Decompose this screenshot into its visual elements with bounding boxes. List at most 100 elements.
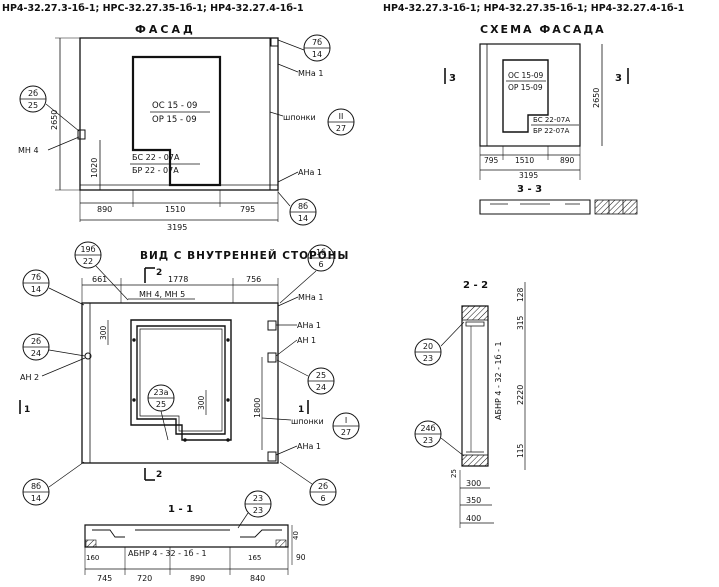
scheme-dim-bottom-1: 795 (484, 156, 499, 165)
scheme-balcony-label-2: БР 22-07А (533, 127, 570, 135)
facade-dim-sill: 1020 (90, 158, 99, 178)
inside-dim-top-2: 1778 (168, 275, 188, 284)
leader-line (48, 349, 86, 357)
leader-line (45, 103, 80, 132)
section-11-title: 1 - 1 (168, 504, 193, 515)
scheme-opening (502, 59, 549, 133)
section-11-dim-165: 165 (248, 554, 261, 562)
facade-dim-total: 3195 (167, 223, 187, 232)
leader-line (279, 461, 313, 485)
section-22-callout-2-bottom: 23 (423, 436, 433, 445)
section-33-profile (479, 199, 591, 215)
scheme-title: СХЕМА ФАСАДА (480, 23, 606, 36)
section-22-details (465, 321, 485, 453)
section-22-callout-1-bottom: 23 (423, 354, 433, 363)
inside-ana1-bottom-part (267, 451, 277, 462)
leader-line (279, 270, 317, 304)
inside-callout-4-top: 23а (153, 388, 168, 397)
section-22-dim-115: 115 (516, 443, 525, 458)
inside-callout-9-bottom: 6 (320, 494, 325, 503)
inside-callout-5-top: 8б (31, 482, 41, 491)
inside-cut-bottom: 2 (156, 470, 162, 480)
inside-callout-6-bottom: 6 (318, 260, 323, 269)
facade-dim-bottom-1: 890 (97, 205, 112, 214)
leader-line (269, 111, 284, 117)
facade-balcony-label-2: БР 22 - 07А (132, 166, 179, 175)
section-22-callout-2-top: 24б (420, 424, 435, 433)
inside-cut-top: 2 (156, 268, 162, 278)
section-11-dim-160: 160 (86, 554, 99, 562)
scheme-cut-right: 3 (615, 73, 622, 84)
leader-line (277, 171, 299, 183)
facade-callout-3-bottom: 27 (336, 124, 346, 133)
leader-line (277, 39, 305, 51)
inside-opening-inner (136, 325, 226, 435)
inside-callout-1-top: 19б (80, 245, 95, 254)
inside-panel-outline (81, 302, 279, 464)
scheme-window-label-2: ОР 15-09 (508, 83, 543, 92)
facade-callout-2-top: 2б (28, 89, 38, 98)
leader-line (48, 287, 85, 306)
section-22-dim-2220: 2220 (516, 385, 525, 405)
leader-line (440, 437, 465, 457)
inside-an1-part (267, 352, 277, 363)
inside-callout-5-bottom: 14 (31, 494, 41, 503)
inside-mna1-label: МНа 1 (298, 293, 323, 302)
section-22-dim-350: 350 (466, 496, 481, 505)
section-11-dim-90: 90 (296, 553, 306, 562)
facade-callout-1-top: 7б (312, 38, 322, 47)
leader-line (275, 445, 298, 456)
inside-ana1-part (267, 320, 277, 331)
inside-callout-3-top: 2б (31, 337, 41, 346)
inside-title: ВИД С ВНУТРЕННЕЙ СТОРОНЫ (140, 249, 349, 262)
leader-line (48, 461, 85, 488)
leader-line (277, 296, 299, 307)
inside-cut-right: 1 (298, 405, 304, 415)
inside-cut-left: 1 (24, 405, 30, 415)
inside-mount-points (132, 338, 230, 442)
inside-mn-label: МН 4, МН 5 (139, 290, 185, 299)
leader-line (440, 321, 465, 347)
scheme-dim-bottom-3: 890 (560, 156, 575, 165)
section-33-title: 3 - 3 (517, 184, 542, 195)
section-22-dim-315: 315 (516, 315, 525, 330)
inside-dim-top-3: 756 (246, 275, 261, 284)
inside-callout-4-bottom: 25 (156, 400, 166, 409)
inside-an2-label: АН 2 (20, 373, 39, 382)
scheme-dim-height: 2650 (592, 88, 601, 108)
leader-line (277, 191, 291, 207)
facade-mna-label: МНа 1 (298, 69, 323, 78)
facade-dim-bottom-2: 1510 (165, 205, 185, 214)
facade-window-label-1: ОС 15 - 09 (152, 101, 197, 111)
title-left: НР4-32.27.3-1б-1; НРС-32.27.35-1б-1; НР4… (2, 3, 304, 14)
facade-dim-height: 2650 (50, 110, 59, 130)
leader-line (95, 265, 129, 301)
facade-mn4-part (77, 129, 86, 140)
section-22-profile (461, 305, 489, 467)
section-22-hatch-top (461, 305, 489, 321)
scheme-dim-total: 3195 (519, 171, 538, 180)
facade-shponki-label: шпонки (283, 113, 316, 122)
inside-shponki-label: шпонки (291, 417, 324, 426)
leader-line (276, 359, 309, 377)
scheme-cut-left: 3 (449, 73, 456, 84)
inside-callout-8-bottom: 27 (341, 428, 351, 437)
inside-ana1-bottom-label: АНа 1 (297, 442, 321, 451)
inside-callout-7-bottom: 24 (316, 383, 326, 392)
inside-dim-300-mid: 300 (197, 395, 206, 410)
section-11-dim-40: 40 (292, 531, 300, 540)
facade-mna-part (270, 37, 279, 47)
title-right: НР4-32.27.3-1б-1; НР4-32.27.35-1б-1; НР4… (383, 3, 684, 14)
leader-line (261, 417, 292, 421)
scheme-panel-outline (479, 43, 581, 147)
section-11-profile (84, 524, 289, 548)
section-22-dim-400: 400 (466, 514, 481, 523)
inside-an1-label: АН 1 (297, 336, 316, 345)
facade-callout-4-top: 8б (298, 202, 308, 211)
facade-callout-2-bottom: 25 (28, 101, 38, 110)
section-11-dim-3: 890 (190, 574, 205, 583)
inside-opening-reveal (139, 328, 223, 432)
facade-callout-3-top: II (339, 112, 344, 121)
scheme-window-label-1: ОС 15-09 (508, 71, 544, 80)
